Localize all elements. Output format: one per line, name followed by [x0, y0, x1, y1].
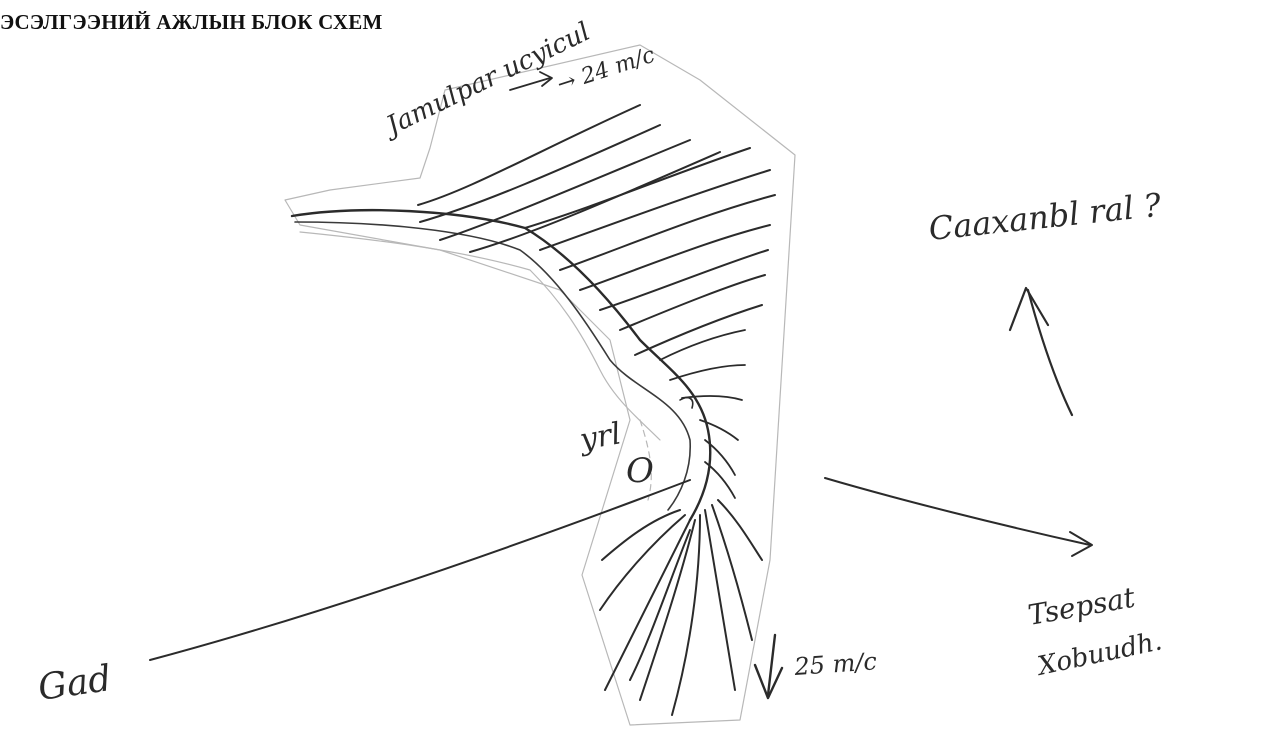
bottom-drainage-fan [600, 500, 762, 715]
block-boundary [285, 45, 795, 725]
pointer-line-left [150, 480, 690, 660]
center-symbol: O [626, 451, 654, 491]
upper-contour-lines [418, 105, 775, 355]
right-label: Caaxanbl ral ? [927, 186, 1164, 248]
stream-marker [680, 398, 693, 408]
north-arrow-head-icon [1010, 288, 1048, 330]
bottom-right-label-line2: Xobuudh. [1033, 626, 1164, 682]
pointer-line-right [825, 478, 1090, 545]
bottom-right-label-line1: Tsepsat [1025, 581, 1138, 632]
bottom-speed-label: 25 m/c [792, 647, 877, 681]
center-label: yrl [575, 416, 623, 458]
north-arrow-shaft [1028, 290, 1072, 415]
bottom-left-label: Gad [36, 658, 114, 709]
